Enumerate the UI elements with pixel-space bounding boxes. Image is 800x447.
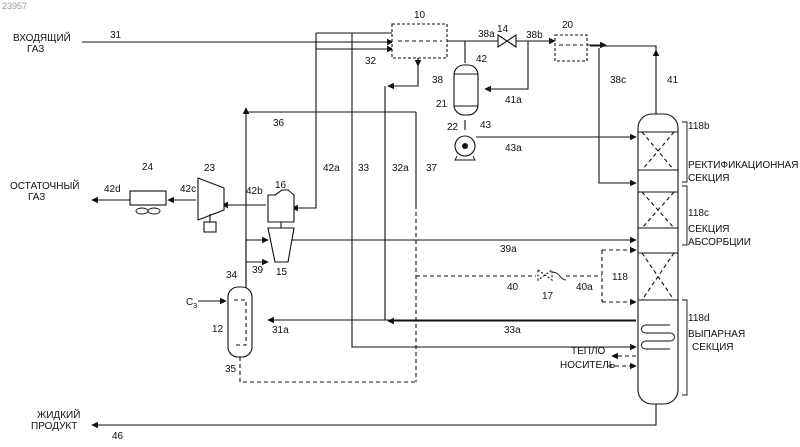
inlet-gas-line2: ГАЗ — [27, 44, 44, 55]
label-20: 20 — [562, 20, 574, 31]
label-118b: 118b — [688, 121, 710, 132]
valve-17 — [538, 270, 566, 280]
label-46: 46 — [112, 431, 124, 442]
expander-16 — [268, 190, 294, 222]
label-15: 15 — [276, 267, 288, 278]
label-42b: 42b — [246, 186, 263, 197]
label-41: 41 — [667, 75, 679, 86]
separator-drum-21 — [454, 65, 478, 115]
liquid-product-line2: ПРОДУКТ — [31, 421, 77, 432]
liquid-product-line1: ЖИДКИЙ — [37, 408, 80, 421]
label-c3: C3 — [186, 297, 197, 310]
inlet-gas-line1: ВХОДЯЩИЙ — [13, 31, 71, 44]
compressor-15 — [268, 228, 294, 262]
label-31a: 31a — [272, 325, 289, 336]
heat-medium-line2: НОСИТЕЛЬ — [560, 360, 616, 371]
label-39: 39 — [252, 265, 264, 276]
stripping-line1: ВЫПАРНАЯ — [688, 329, 745, 340]
label-38b: 38b — [526, 30, 543, 41]
label-42d: 42d — [104, 184, 121, 195]
stripping-line2: СЕКЦИЯ — [692, 342, 734, 353]
label-10: 10 — [414, 10, 426, 21]
label-33: 33 — [358, 163, 370, 174]
label-39a: 39a — [500, 244, 517, 255]
compressor-23 — [198, 178, 224, 232]
heat-exchanger-20 — [555, 35, 587, 61]
label-23: 23 — [204, 163, 216, 174]
pump-22 — [455, 136, 475, 160]
label-37: 37 — [426, 163, 438, 174]
label-118d: 118d — [688, 313, 710, 324]
rectification-line2: СЕКЦИЯ — [688, 173, 730, 184]
watermark-text: 23957 — [2, 1, 27, 11]
label-118c: 118c — [688, 208, 709, 219]
label-24: 24 — [142, 162, 154, 173]
absorption-line2: АБСОРБЦИИ — [688, 237, 751, 248]
label-17: 17 — [542, 291, 554, 302]
label-32: 32 — [365, 56, 377, 67]
label-16: 16 — [275, 180, 287, 191]
residue-gas-line1: ОСТАТОЧНЫЙ — [10, 179, 79, 192]
label-12: 12 — [212, 324, 224, 335]
column-118 — [638, 114, 687, 404]
label-43: 43 — [480, 120, 492, 131]
label-14: 14 — [497, 24, 509, 35]
label-33a: 33a — [504, 325, 521, 336]
label-38a: 38a — [478, 29, 495, 40]
reboiler-12 — [228, 287, 252, 357]
label-40a: 40a — [576, 282, 593, 293]
absorption-line1: СЕКЦИЯ — [688, 224, 730, 235]
label-22: 22 — [447, 122, 459, 133]
label-41a: 41a — [505, 95, 522, 106]
label-42a: 42a — [323, 163, 340, 174]
label-35: 35 — [225, 364, 237, 375]
rectification-line1: РЕКТИФИКАЦИОННАЯ — [688, 160, 798, 171]
label-36: 36 — [273, 118, 285, 129]
label-42: 42 — [476, 54, 488, 65]
label-38c: 38c — [610, 75, 626, 86]
label-43a: 43a — [505, 143, 522, 154]
text-labels: ВХОДЯЩИЙ ГАЗ ОСТАТОЧНЫЙ ГАЗ ЖИДКИЙ ПРОДУ… — [10, 10, 798, 442]
label-21: 21 — [436, 99, 448, 110]
label-34: 34 — [226, 270, 238, 281]
label-31: 31 — [110, 30, 122, 41]
air-cooler-24 — [130, 191, 166, 214]
residue-gas-line2: ГАЗ — [28, 192, 45, 203]
label-40: 40 — [507, 282, 519, 293]
label-32a: 32a — [392, 163, 409, 174]
label-38: 38 — [432, 75, 444, 86]
label-118: 118 — [612, 272, 628, 283]
heat-exchanger-10 — [392, 24, 447, 58]
label-42c: 42c — [180, 184, 196, 195]
valve-14 — [498, 35, 516, 47]
heat-medium-line1: ТЕПЛО — [571, 346, 606, 357]
